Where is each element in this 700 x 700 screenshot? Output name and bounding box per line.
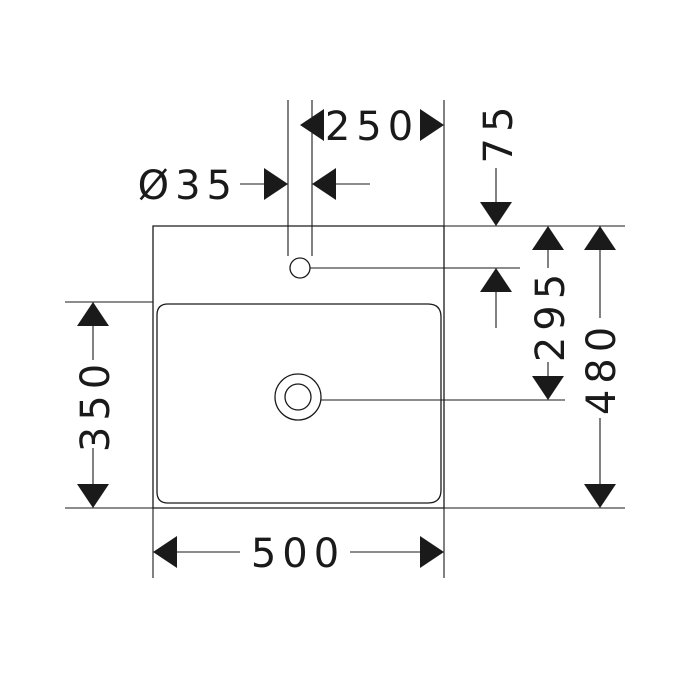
diameter-symbol: Ø bbox=[138, 163, 175, 209]
dimension-250-arrow-right bbox=[420, 109, 444, 141]
dimension-tap-hole: Ø35 bbox=[138, 163, 370, 209]
dimension-250: 250 bbox=[300, 104, 444, 150]
dimension-500-arrow-right bbox=[420, 536, 444, 568]
dimension-480-arrow-down bbox=[584, 484, 616, 508]
dimension-295: 295 bbox=[528, 226, 574, 400]
tap-hole-arrow-right bbox=[312, 168, 336, 200]
dimension-75-arrow-down bbox=[480, 202, 512, 226]
dimension-75-label: 75 bbox=[476, 101, 522, 164]
dimension-500-arrow-left bbox=[153, 536, 177, 568]
dimension-350: 350 bbox=[73, 302, 119, 508]
tap-hole bbox=[289, 257, 311, 279]
dimension-480: 480 bbox=[579, 226, 625, 508]
drain-inner-ring bbox=[284, 383, 312, 411]
dimension-350-label: 350 bbox=[73, 358, 119, 452]
dimension-250-arrow-left bbox=[300, 109, 324, 141]
dimension-295-arrow-up bbox=[532, 226, 564, 250]
dimension-250-label: 250 bbox=[325, 104, 419, 150]
drain-outer-ring bbox=[274, 373, 322, 421]
tap-hole-diameter-label: Ø35 bbox=[138, 163, 238, 209]
basin-bowl-outline bbox=[156, 303, 442, 504]
dimension-350-arrow-up bbox=[77, 302, 109, 326]
dimension-295-label: 295 bbox=[528, 268, 574, 362]
dimension-480-label: 480 bbox=[579, 321, 625, 415]
dimension-500: 500 bbox=[153, 531, 444, 577]
extension-lines bbox=[65, 100, 625, 578]
dimension-295-arrow-down bbox=[532, 376, 564, 400]
dimension-350-arrow-down bbox=[77, 484, 109, 508]
tap-hole-arrow-left bbox=[264, 168, 288, 200]
dimension-500-label: 500 bbox=[251, 531, 345, 577]
dimension-480-arrow-up bbox=[584, 226, 616, 250]
tap-hole-diameter-value: 35 bbox=[175, 163, 238, 209]
dimension-75-arrow-up bbox=[480, 268, 512, 292]
dimension-75: 75 bbox=[476, 101, 522, 328]
